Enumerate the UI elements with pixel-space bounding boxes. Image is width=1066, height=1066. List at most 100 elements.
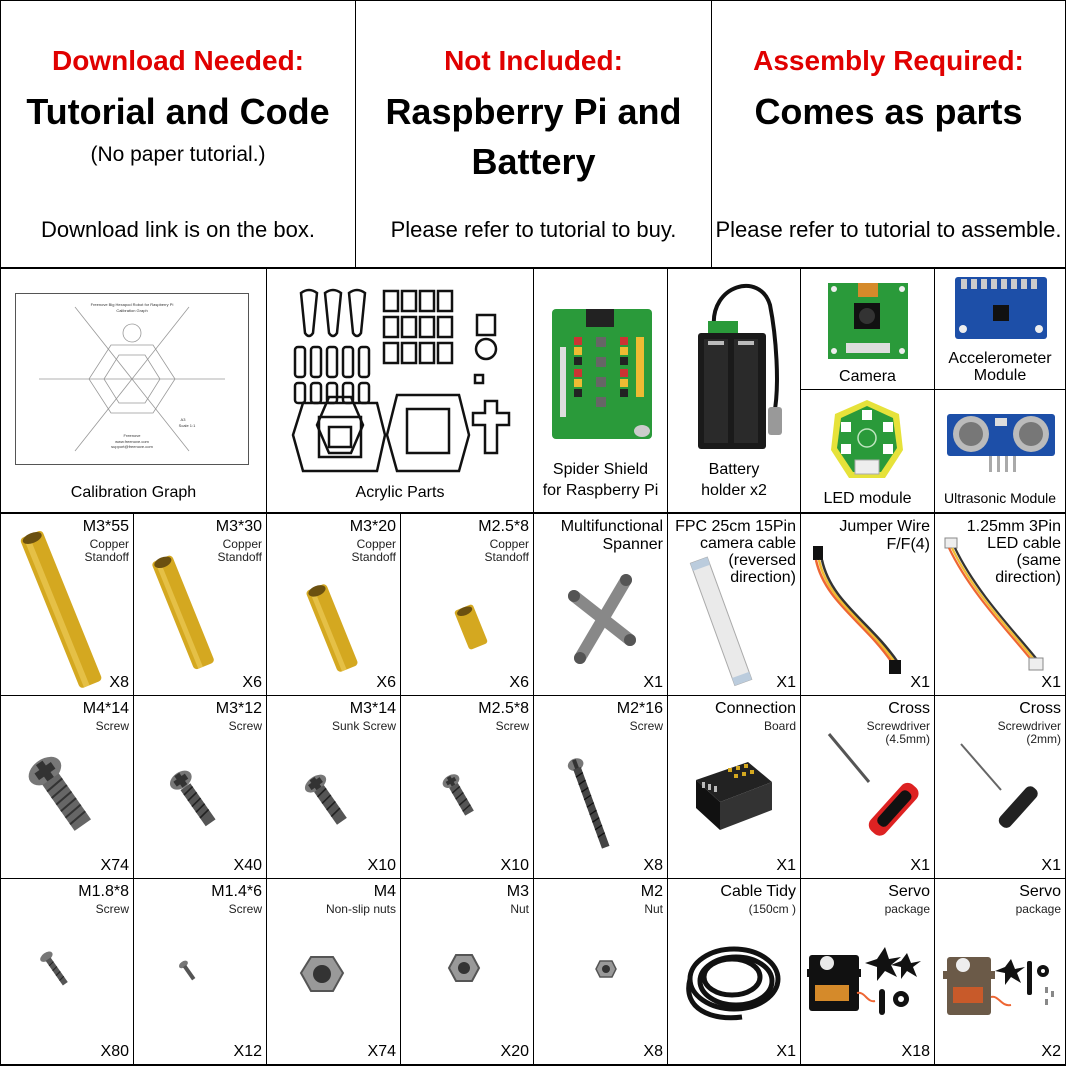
- part-led-cable: 1.25mm 3Pin LED cable (same direction) X…: [935, 514, 1065, 695]
- header-assembly-label: Assembly Required:: [753, 45, 1024, 76]
- part-qty: X8: [643, 1043, 663, 1060]
- part-qty: X10: [500, 857, 529, 874]
- part-desc: Sunk Screw: [331, 719, 396, 733]
- part-desc: Screw: [495, 719, 529, 733]
- calibration-graph-image: Freenove Big Hexapod Robot for Raspberry…: [15, 293, 249, 465]
- header-not-included-note: Please refer to tutorial to buy.: [390, 217, 677, 242]
- component-ultrasonic: Ultrasonic Module: [935, 390, 1065, 512]
- part-desc: Screw: [228, 719, 262, 733]
- part-qty: X2: [1041, 1043, 1061, 1060]
- screw-image: [567, 758, 610, 849]
- part-desc-2: (4.5mm): [885, 732, 930, 746]
- part-name: M4*14: [82, 700, 129, 717]
- part-m4-nut: M4 Non-slip nuts X74: [267, 879, 400, 1064]
- component-acrylic-parts: Acrylic Parts: [267, 269, 533, 512]
- part-name: M2.5*8: [478, 518, 529, 535]
- grid-line: [355, 0, 356, 268]
- screw-image: [304, 774, 347, 825]
- part-desc: Copper: [89, 537, 129, 551]
- part-screwdriver-4-5mm: Cross Screwdriver (4.5mm) X1: [801, 696, 934, 878]
- standoff-image: [454, 604, 488, 650]
- part-m3-55-standoff: M3*55 Copper Standoff X8: [1, 514, 133, 695]
- servo-image: [943, 957, 1054, 1015]
- part-qty: X1: [776, 674, 796, 691]
- calibration-graph-paper: A3: [181, 417, 187, 422]
- led-module-label: LED module: [823, 490, 912, 507]
- servo-image: [807, 947, 921, 1015]
- accelerometer-label-line1: Accelerometer: [948, 350, 1052, 367]
- grid-line: [400, 513, 401, 1066]
- part-servo-package-x2: Servo package X2: [935, 879, 1065, 1064]
- part-desc: Nut: [644, 902, 663, 916]
- component-battery-holder: Battery holder x2: [668, 269, 800, 512]
- part-name-2: camera cable: [699, 535, 796, 552]
- component-spider-shield: Spider Shield for Raspberry Pi: [534, 269, 667, 512]
- part-desc: Copper: [489, 537, 529, 551]
- part-desc: Copper: [356, 537, 396, 551]
- battery-holder-label-line2: holder x2: [701, 482, 767, 499]
- part-name-2: F/F(4): [886, 536, 930, 553]
- part-name: M3*55: [82, 518, 129, 535]
- part-name: M3*20: [349, 518, 396, 535]
- part-qty: X10: [367, 857, 396, 874]
- part-name: M1.4*6: [211, 883, 262, 900]
- part-m3-12-screw: M3*12 Screw X40: [134, 696, 266, 878]
- header-not-included-title: Raspberry Pi and: [385, 91, 682, 132]
- header-download-label: Download Needed:: [51, 45, 304, 76]
- header-not-included: Not Included: Raspberry Pi and Battery P…: [356, 1, 711, 267]
- acrylic-parts-label: Acrylic Parts: [355, 484, 445, 501]
- calibration-graph-site: www.freenove.com: [115, 439, 149, 444]
- ultrasonic-label: Ultrasonic Module: [943, 490, 1057, 506]
- calibration-graph-brand: Freenove: [124, 433, 142, 438]
- part-m3-30-standoff: M3*30 Copper Standoff X6: [134, 514, 266, 695]
- part-desc: package: [1015, 902, 1061, 916]
- header-download: Download Needed: Tutorial and Code (No p…: [1, 1, 355, 267]
- calibration-graph-email: support@freenove.com: [111, 444, 153, 449]
- nut-image: [447, 954, 481, 982]
- header-assembly-title: Comes as parts: [754, 91, 1023, 132]
- part-name: Cross: [1019, 700, 1061, 717]
- calibration-graph-label: Calibration Graph: [70, 484, 197, 501]
- part-qty: X6: [376, 674, 396, 691]
- part-name: Cable Tidy: [720, 883, 796, 900]
- part-m2-nut: M2 Nut X8: [534, 879, 667, 1064]
- part-qty: X80: [100, 1043, 129, 1060]
- part-qty: X1: [643, 674, 663, 691]
- screwdriver-image: [960, 743, 1038, 828]
- header-not-included-label: Not Included:: [444, 45, 623, 76]
- part-desc: (150cm ): [748, 902, 796, 916]
- part-name: Servo: [1019, 883, 1061, 900]
- part-qty: X1: [910, 674, 930, 691]
- part-m3-nut: M3 Nut X20: [401, 879, 533, 1064]
- part-name: M3*12: [215, 700, 262, 717]
- part-desc: Screw: [629, 719, 663, 733]
- part-qty: X8: [109, 674, 129, 691]
- grid-line: [133, 513, 134, 1066]
- part-desc: Nut: [510, 902, 529, 916]
- part-name: M3: [506, 883, 529, 900]
- spider-shield-image: [552, 309, 652, 439]
- accelerometer-image: [955, 277, 1047, 339]
- grid-line: [533, 268, 534, 1066]
- grid-line: [800, 268, 801, 1066]
- standoff-image: [152, 555, 214, 670]
- part-desc: Board: [763, 719, 796, 733]
- part-name: M3*30: [215, 518, 262, 535]
- component-camera: Camera: [801, 269, 934, 389]
- standoff-image: [20, 530, 102, 688]
- part-desc: Non-slip nuts: [325, 902, 396, 916]
- part-name: Multifunctional: [560, 518, 663, 535]
- battery-holder-label-line1: Battery: [708, 461, 760, 478]
- part-desc-2: (2mm): [1026, 732, 1061, 746]
- part-name: M3*14: [349, 700, 396, 717]
- part-m4-14-screw: M4*14 Screw X74: [1, 696, 133, 878]
- part-desc-2: Standoff: [84, 550, 129, 564]
- spider-shield-label: Spider Shield for Raspberry Pi: [534, 459, 667, 501]
- part-name: Servo: [888, 883, 930, 900]
- header-not-included-title-2: Battery: [471, 141, 596, 182]
- part-desc: Screwdriver: [866, 719, 930, 733]
- part-m2-5-8-screw: M2.5*8 Screw X10: [401, 696, 533, 878]
- header-download-title: Tutorial and Code: [26, 91, 330, 132]
- spider-shield-label-line1: Spider Shield: [552, 461, 649, 478]
- part-desc: Screw: [228, 902, 262, 916]
